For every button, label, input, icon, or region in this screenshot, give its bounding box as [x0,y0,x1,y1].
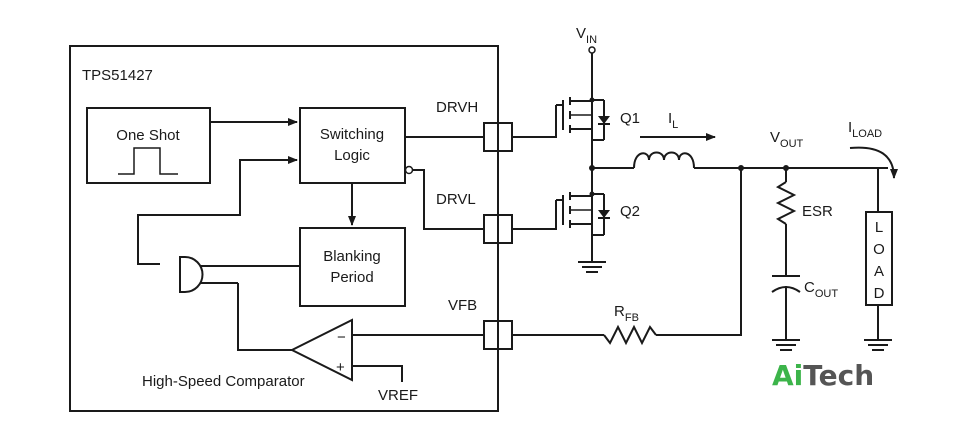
pulse-icon [118,147,178,175]
one-shot-block: One Shot [86,107,211,184]
vin-label: VIN [576,25,597,46]
svg-text:Switching: Switching [320,126,384,143]
load-block: L O A D [865,211,893,306]
wire-vref [352,365,403,382]
chip-boundary [69,45,499,412]
svg-text:Logic: Logic [334,147,370,164]
cout-label: COUT [804,279,838,300]
svg-text:Blanking: Blanking [323,248,381,265]
ground-q2 [578,235,606,273]
svg-text:A: A [874,263,884,280]
inversion-bubble [404,165,414,175]
vref-label: VREF [378,387,418,404]
svg-text:+: + [336,359,345,376]
iload-arrow [849,146,898,179]
vout-label: VOUT [770,129,804,150]
wire-and-to-logic [137,156,298,265]
comparator-label: High-Speed Comparator [142,373,305,390]
svg-text:O: O [873,241,885,258]
svg-text:D: D [874,285,885,302]
svg-text:Period: Period [330,269,373,286]
aitech-logo: AiTech [772,359,874,392]
q2-label: Q2 [620,203,640,220]
comparator: − + [289,318,353,382]
inductor [633,151,695,169]
esr-label: ESR [802,203,833,220]
svg-text:One Shot: One Shot [116,127,180,144]
drvh-label: DRVH [436,99,478,116]
q2-mosfet [562,191,610,236]
chip-name: TPS51427 [82,67,153,84]
logo-part-tech: Tech [803,359,874,392]
svg-text:−: − [337,329,346,346]
esr-resistor [775,181,797,225]
q1-mosfet [562,97,610,141]
svg-text:L: L [875,219,883,236]
il-label: IL [668,110,678,131]
blanking-period-block: Blanking Period [299,227,406,307]
iload-label: ILOAD [848,119,882,140]
switching-logic-block: Switching Logic [299,107,406,184]
ground-load [864,339,892,351]
rfb-resistor [603,324,657,346]
rfb-label: RFB [614,303,639,324]
and-gate [179,256,204,293]
vfb-label: VFB [448,297,477,314]
drvl-label: DRVL [436,191,476,208]
ground-cout [772,339,800,351]
q1-label: Q1 [620,110,640,127]
logo-part-ai: Ai [772,359,803,392]
